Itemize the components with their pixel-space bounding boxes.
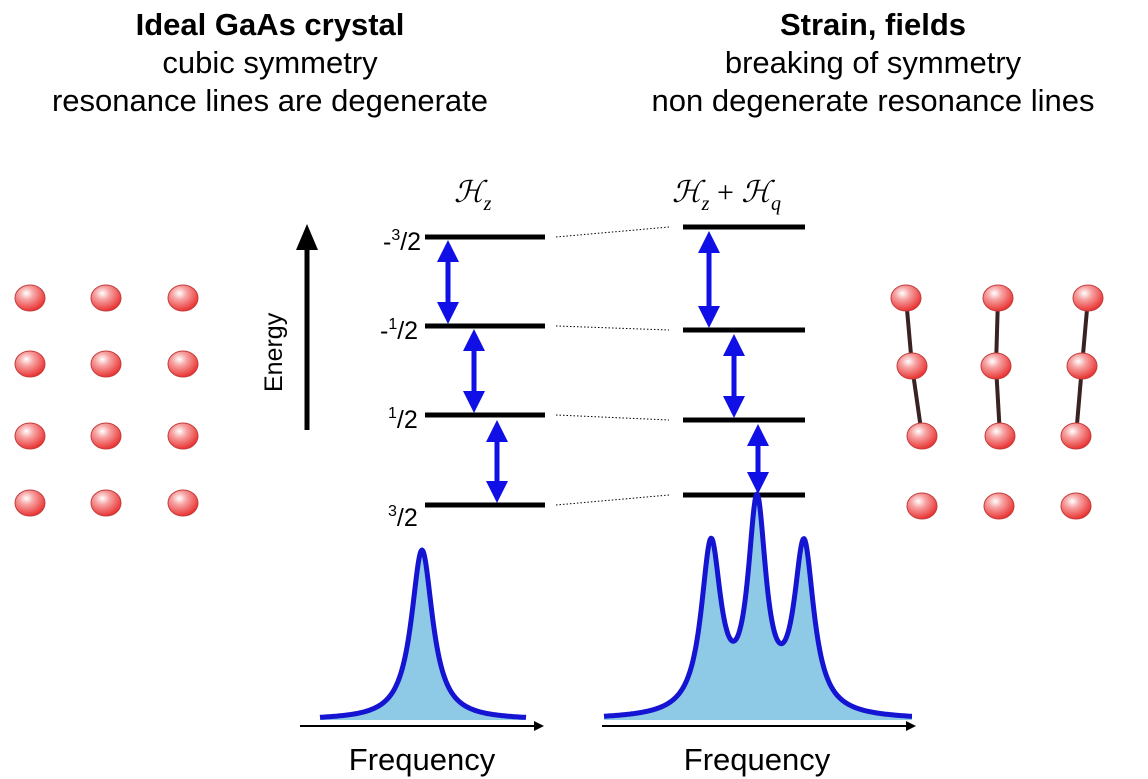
- atom: [90, 284, 122, 312]
- atom: [1060, 492, 1092, 520]
- hamiltonian-zeeman-quadrupole-label: ℋz + ℋq: [672, 176, 781, 215]
- level-label-minus-1-2: -1/2: [380, 316, 418, 345]
- quadrupole-transition-3: [747, 424, 769, 494]
- zeeman-transition-2: [463, 329, 485, 413]
- connector-4: [555, 494, 670, 506]
- hamiltonian-zeeman-label: ℋz: [454, 176, 492, 215]
- atom: [90, 422, 122, 450]
- atom: [906, 492, 938, 520]
- atom: [1066, 352, 1098, 380]
- atom: [90, 489, 122, 517]
- atom: [14, 284, 46, 312]
- atom: [167, 422, 199, 450]
- zeeman-levels: [425, 234, 545, 508]
- atom: [167, 284, 199, 312]
- frequency-label-left: Frequency: [349, 742, 496, 777]
- ideal-lattice: [14, 284, 199, 517]
- level-label-minus-3-2: -3/2: [383, 227, 421, 256]
- header-ideal-crystal: Ideal GaAs crystal cubic symmetry resona…: [10, 6, 530, 120]
- connector-1: [555, 226, 670, 238]
- atom: [14, 350, 46, 378]
- atom: [90, 350, 122, 378]
- atom: [906, 422, 938, 450]
- atom: [890, 284, 922, 312]
- energy-axis-label: Energy: [260, 312, 288, 392]
- strained-lattice: [890, 284, 1104, 520]
- atom: [980, 352, 1012, 380]
- atom: [1072, 284, 1104, 312]
- atom: [984, 422, 1016, 450]
- atom: [983, 492, 1015, 520]
- atom: [14, 489, 46, 517]
- single-resonance-spectrum: [318, 547, 528, 720]
- header-strain-fields: Strain, fields breaking of symmetry non …: [598, 6, 1148, 120]
- atom: [896, 352, 928, 380]
- level-label-1-2: 1/2: [388, 405, 418, 434]
- zeeman-transition-3: [486, 420, 508, 503]
- quadrupole-transition-2: [723, 334, 745, 418]
- header-strain-line2: non degenerate resonance lines: [651, 83, 1095, 118]
- header-ideal-line1: cubic symmetry: [162, 45, 378, 80]
- energy-axis: [296, 224, 318, 430]
- atom: [14, 422, 46, 450]
- triple-resonance-spectrum: [602, 491, 914, 720]
- connector-2: [555, 325, 670, 331]
- header-strain-line1: breaking of symmetry: [724, 45, 1022, 80]
- header-ideal-line2: resonance lines are degenerate: [51, 83, 489, 118]
- quadrupole-transition-1: [698, 231, 720, 328]
- level-label-3-2: 3/2: [388, 503, 418, 532]
- atom: [1060, 422, 1092, 450]
- atom: [167, 489, 199, 517]
- frequency-label-right: Frequency: [684, 742, 831, 777]
- atom: [167, 350, 199, 378]
- header-strain-title: Strain, fields: [779, 7, 967, 42]
- zeeman-transition-1: [437, 240, 459, 324]
- quadrupole-levels: [683, 224, 805, 498]
- connector-3: [555, 414, 670, 421]
- level-connectors: [555, 226, 670, 506]
- header-ideal-title: Ideal GaAs crystal: [135, 7, 405, 42]
- atom: [982, 284, 1014, 312]
- zeeman-transitions: [437, 240, 508, 503]
- quadrupole-transitions: [698, 231, 769, 494]
